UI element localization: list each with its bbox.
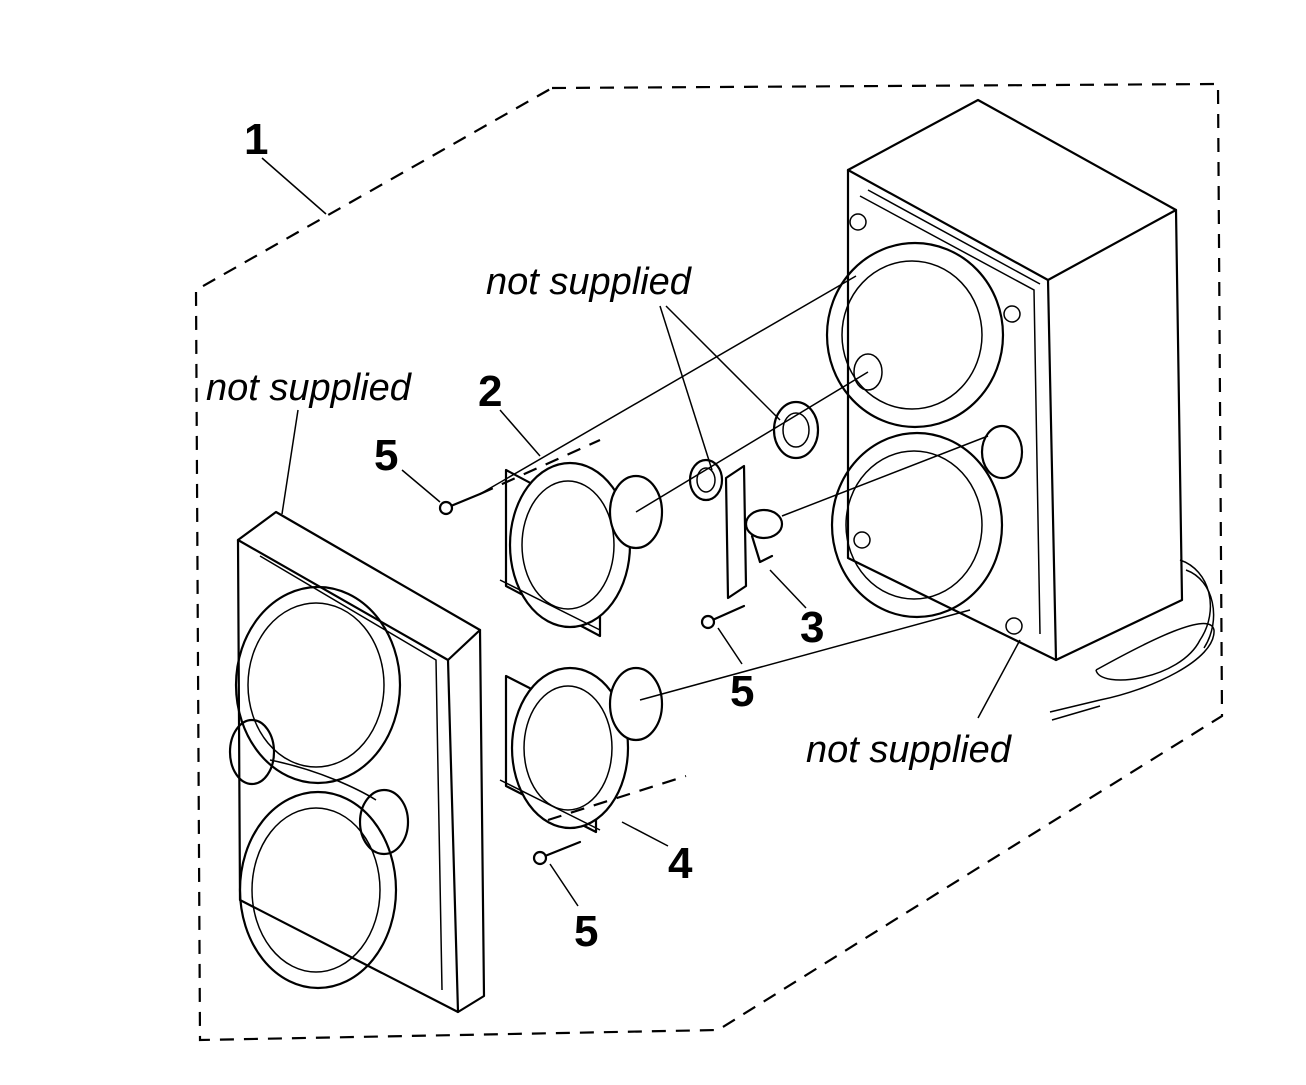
guide-lines bbox=[479, 275, 989, 822]
note-not-supplied-top: not supplied bbox=[486, 261, 693, 303]
screws bbox=[438, 492, 746, 866]
woofer-unit-4 bbox=[499, 666, 664, 834]
terminal-unit-3 bbox=[724, 464, 784, 600]
callout-part-4: 4 bbox=[668, 839, 693, 888]
note-not-supplied-left: not supplied bbox=[206, 367, 413, 409]
leader-lines bbox=[281, 305, 1021, 907]
callout-part-5-top: 5 bbox=[374, 431, 398, 480]
callout-part-3: 3 bbox=[800, 603, 824, 652]
callout-part-2: 2 bbox=[478, 367, 502, 416]
callout-part-5-bottom: 5 bbox=[574, 907, 598, 956]
callout-part-1: 1 bbox=[244, 115, 268, 164]
assembly-boundary bbox=[194, 82, 1224, 1042]
woofer-unit-2 bbox=[499, 461, 664, 638]
rear-speaker-cabinet bbox=[825, 98, 1215, 721]
note-not-supplied-right: not supplied bbox=[806, 729, 1013, 771]
callout-part-5-mid: 5 bbox=[730, 667, 754, 716]
front-grille-panel bbox=[228, 510, 486, 1014]
grommets bbox=[688, 400, 820, 502]
